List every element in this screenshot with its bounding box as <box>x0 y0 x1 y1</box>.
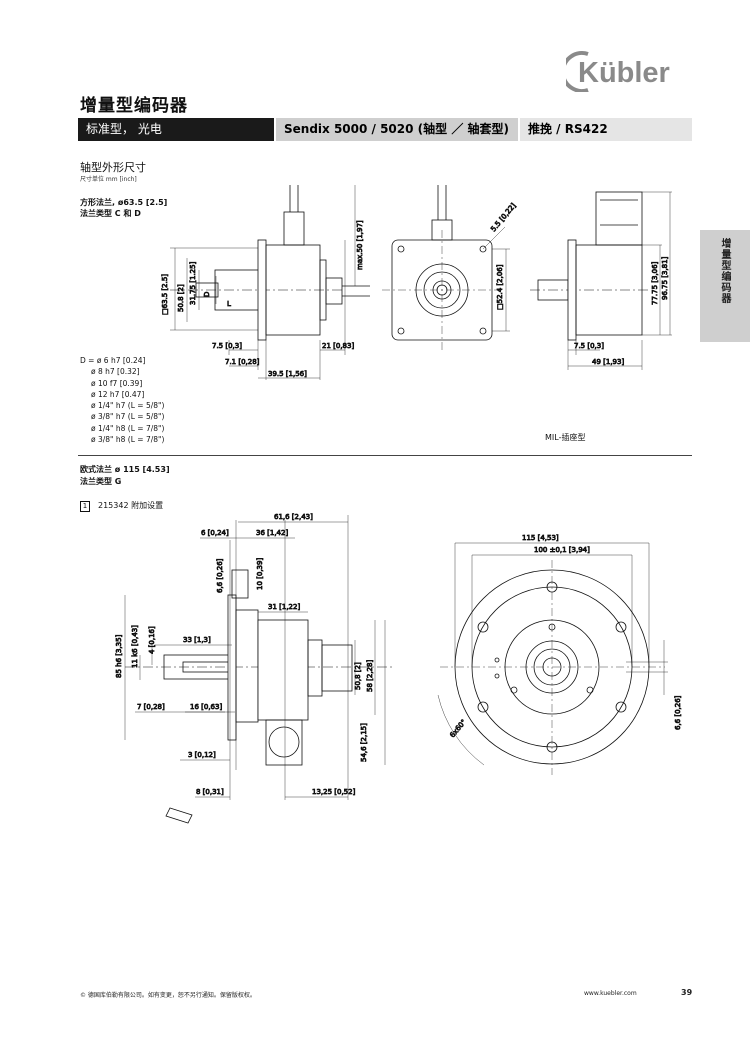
shaft-option: ø 1/4" h8 (L = 7/8") <box>91 423 165 433</box>
logo-text: Kübler <box>578 57 670 89</box>
dim-label: 100 ±0,1 [3,94] <box>534 546 590 554</box>
dim-label: 16 [0,63] <box>190 703 222 711</box>
dim-label: 21 [0,83] <box>322 342 354 350</box>
dim-label: 50.8 [2] <box>177 284 185 312</box>
dim-label: 50,8 [2] <box>354 662 362 690</box>
dim-label: D <box>203 292 211 297</box>
shaft-option: ø 8 h7 [0.32] <box>91 367 140 377</box>
square-flange-front-view <box>382 185 510 350</box>
page-title: 增量型编码器 <box>80 96 188 116</box>
mil-connector-side-view <box>530 191 672 370</box>
square-flange-side-view <box>170 185 370 380</box>
additional-setting-note: 1 215342 附加设置 <box>80 500 163 512</box>
dim-label: 6,6 [0,26] <box>674 695 682 730</box>
dim-label: 8 [0,31] <box>196 788 224 796</box>
dim-label: L <box>227 300 231 308</box>
dim-label: 33 [1,3] <box>183 636 211 644</box>
dim-label: 7 [0,28] <box>137 703 165 711</box>
note-number-box: 1 <box>80 501 90 512</box>
dim-label: 13,25 [0,52] <box>312 788 356 796</box>
flange2-desc: 欧式法兰 ø 115 [4.53] <box>80 465 170 474</box>
shaft-option: ø 10 f7 [0.39] <box>91 378 143 388</box>
dim-label: 54,6 [2,15] <box>360 723 368 762</box>
mil-connector-label: MIL-插座型 <box>545 433 586 442</box>
dim-label: 36 [1,42] <box>256 529 288 537</box>
page-number: 39 <box>681 988 693 997</box>
euro-flange-front-view <box>437 542 668 775</box>
dim-label: 4 [0,16] <box>148 626 156 654</box>
section-title-shaft: 轴型外形尺寸 <box>80 161 146 174</box>
dim-label: 61,6 [2,43] <box>274 513 313 521</box>
dim-label: 7.5 [0,3] <box>574 342 604 350</box>
dim-label: 7.5 [0,3] <box>212 342 242 350</box>
dim-label: 39.5 [1,56] <box>268 370 307 378</box>
dim-label: 58 [2,28] <box>366 660 374 692</box>
shaft-option: D = ø 6 h7 [0.24] <box>80 356 146 365</box>
footer-website[interactable]: www.kuebler.com <box>584 990 637 997</box>
dim-label: 115 [4,53] <box>522 534 559 542</box>
shaft-option: ø 12 h7 [0.47] <box>91 389 145 399</box>
flange2-type: 法兰类型 G <box>80 477 122 486</box>
shaft-option: ø 3/8" h8 (L = 7/8") <box>91 435 165 445</box>
dim-label: max.50 [1,97] <box>356 220 364 270</box>
dim-label: 49 [1,93] <box>592 358 624 366</box>
dim-label: 10 [0,39] <box>256 558 264 590</box>
flange1-desc: 方形法兰, ø63.5 [2.5] <box>80 198 168 207</box>
dim-label: 96.75 [3,81] <box>661 256 669 300</box>
dim-label: 7.1 [0,28] <box>225 358 260 366</box>
dim-label: 31.75 [1.25] <box>189 261 197 305</box>
section-divider <box>78 455 692 456</box>
dim-label: 6 [0,24] <box>201 529 229 537</box>
shaft-option: ø 3/8" h7 (L = 5/8") <box>91 412 165 422</box>
dim-label: 31 [1,22] <box>268 603 300 611</box>
dim-label: 6,6 [0,26] <box>216 558 224 593</box>
dim-label: □52.4 [2,06] <box>496 264 504 310</box>
dim-label: □63.5 [2.5] <box>161 274 169 315</box>
dim-label: 85 h6 [3,35] <box>115 634 123 678</box>
dim-label: 11 k6 [0,43] <box>131 625 139 668</box>
side-tab: 增量型编码器 <box>700 230 750 342</box>
units-note: 尺寸单位 mm [inch] <box>80 176 137 183</box>
shaft-option: ø 1/4" h7 (L = 5/8") <box>91 401 165 411</box>
header-bar: 标准型， 光电 Sendix 5000 / 5020 (轴型 ／ 轴套型) 推挽… <box>78 118 692 141</box>
euro-flange-side-view <box>124 515 395 824</box>
shaft-options-list: D = ø 6 h7 [0.24] ø 8 h7 [0.32] ø 10 f7 … <box>80 355 164 445</box>
kubler-logo: Kübler <box>566 51 670 92</box>
header-category: 标准型， 光电 <box>78 118 274 141</box>
header-interface: 推挽 / RS422 <box>518 118 692 141</box>
note-text: 215342 附加设置 <box>98 501 164 510</box>
flange1-type: 法兰类型 C 和 D <box>80 209 141 218</box>
dim-label: 77.75 [3,06] <box>651 261 659 305</box>
header-model: Sendix 5000 / 5020 (轴型 ／ 轴套型) <box>274 118 518 141</box>
side-tab-label: 增量型编码器 <box>719 238 730 304</box>
dim-label: 3 [0,12] <box>188 751 216 759</box>
footer-copyright: © 德国库伯勒有限公司。如有变更，恕不另行通知。保留版权权。 <box>80 992 256 999</box>
